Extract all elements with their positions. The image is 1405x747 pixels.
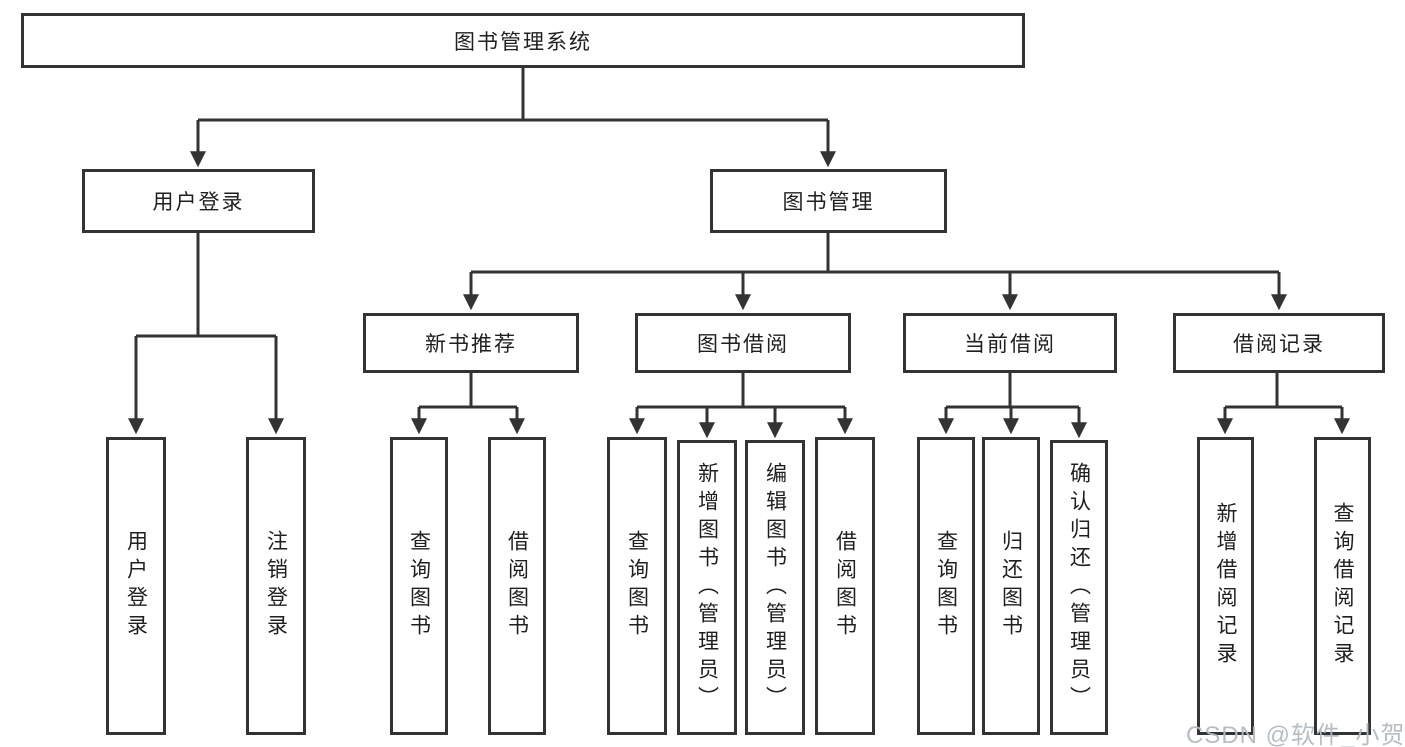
node-label: 用户登录 [152, 191, 245, 214]
connector-records-trunk [1225, 373, 1342, 409]
leaf-borrow-edit: 编辑图书（管理员） [745, 440, 805, 735]
leaf-label: 用户登录 [124, 530, 148, 642]
leaf-newbook-query: 查询图书 [390, 437, 448, 735]
leaf-current-query: 查询图书 [917, 437, 975, 735]
connector-borrow-trunk [637, 373, 845, 409]
leaf-label: 确认归还（管理员） [1067, 461, 1091, 714]
node-label: 当前借阅 [964, 333, 1056, 356]
node-library-management-system: 图书管理系统 [21, 13, 1025, 68]
leaf-borrow-borrow: 借阅图书 [815, 437, 875, 735]
node-label: 图书管理 [782, 191, 875, 214]
csdn-watermark: CSDN @软件_小贺同学 [1186, 722, 1405, 747]
node-borrow-records: 借阅记录 [1173, 313, 1385, 373]
leaf-label: 编辑图书（管理员） [763, 461, 787, 714]
leaf-label: 借阅图书 [505, 530, 529, 642]
connector-user-trunk [136, 233, 276, 338]
node-new-book-recommend: 新书推荐 [363, 313, 579, 373]
leaf-label: 查询借阅记录 [1331, 502, 1354, 670]
leaf-label: 查询图书 [934, 530, 958, 642]
leaf-newbook-borrow: 借阅图书 [488, 437, 546, 735]
connector-current-trunk [946, 373, 1079, 409]
leaf-user-login: 用户登录 [106, 437, 166, 735]
node-label: 图书借阅 [697, 333, 789, 356]
node-current-borrow: 当前借阅 [903, 313, 1117, 373]
leaf-records-add: 新增借阅记录 [1197, 437, 1254, 735]
leaf-label: 查询图书 [407, 530, 431, 642]
leaf-label: 新增借阅记录 [1214, 502, 1237, 670]
leaf-label: 注销登录 [264, 530, 288, 642]
connector-newbook-trunk [419, 373, 517, 409]
leaf-label: 归还图书 [999, 530, 1023, 642]
leaf-current-confirm: 确认归还（管理员） [1050, 440, 1108, 735]
leaf-label: 查询图书 [625, 530, 649, 642]
connector-management-trunk [471, 233, 1279, 274]
node-user-login: 用户登录 [82, 169, 315, 233]
leaf-borrow-query: 查询图书 [607, 437, 667, 735]
node-label: 图书管理系统 [454, 30, 592, 54]
node-book-management: 图书管理 [710, 169, 947, 233]
leaf-label: 借阅图书 [833, 530, 857, 642]
node-book-borrow: 图书借阅 [635, 313, 851, 373]
node-label: 新书推荐 [425, 333, 517, 356]
leaf-borrow-add: 新增图书（管理员） [677, 440, 737, 735]
connector-root-trunk [198, 68, 828, 122]
leaf-logout: 注销登录 [246, 437, 306, 735]
leaf-current-return: 归还图书 [982, 437, 1040, 735]
leaf-label: 新增图书（管理员） [695, 461, 719, 714]
leaf-records-query: 查询借阅记录 [1314, 437, 1371, 735]
node-label: 借阅记录 [1233, 333, 1325, 356]
